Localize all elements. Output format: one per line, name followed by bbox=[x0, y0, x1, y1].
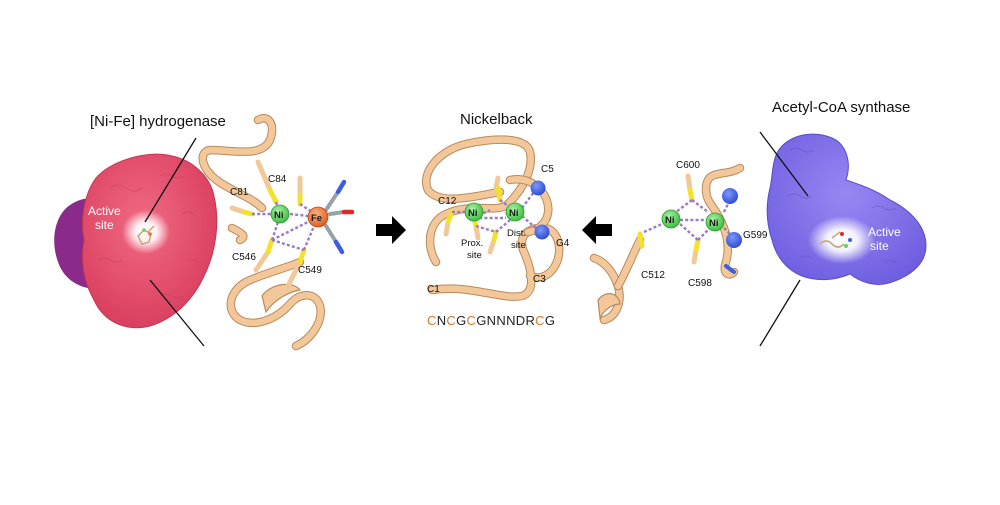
hydrogenase-fe-label: Fe bbox=[311, 213, 322, 224]
acs-title: Acetyl-CoA synthase bbox=[772, 99, 910, 116]
residue-c598: C598 bbox=[688, 278, 712, 289]
prox-site-label-2: site bbox=[467, 250, 482, 261]
nickelback-ni-label-1: Ni bbox=[468, 208, 478, 219]
residue-c549: C549 bbox=[298, 265, 322, 276]
sequence-residue: C bbox=[467, 313, 477, 328]
hydrogenase-ligand-sketch bbox=[137, 225, 155, 245]
nickelback-ni-label-2: Ni bbox=[509, 208, 519, 219]
hydrogenase-ribbon bbox=[198, 114, 325, 351]
residue-c5: C5 bbox=[541, 164, 554, 175]
sequence-residue: C bbox=[446, 313, 456, 328]
acs-ni-label-1: Ni bbox=[665, 215, 675, 226]
sequence-residue: G bbox=[545, 313, 555, 328]
sequence-residue: N bbox=[506, 313, 516, 328]
arrow-left-icon bbox=[582, 216, 612, 244]
sequence-residue: R bbox=[525, 313, 535, 328]
residue-c1: C1 bbox=[427, 284, 440, 295]
residue-g599: G599 bbox=[743, 230, 768, 241]
acs-active-site-glow bbox=[808, 216, 876, 264]
nickelback-ribbon bbox=[422, 135, 564, 301]
nickelback-sequence: CNCGCGNNNDRCG bbox=[427, 313, 555, 328]
hydrogenase-ni-label: Ni bbox=[274, 210, 284, 221]
hydrogenase-pointer-bottom bbox=[149, 279, 205, 347]
residue-c512: C512 bbox=[641, 270, 665, 281]
acs-surface-texture bbox=[787, 147, 897, 263]
acs-dist-ni-atom bbox=[705, 212, 725, 232]
residue-c84: C84 bbox=[268, 174, 287, 185]
sequence-residue: C bbox=[427, 313, 437, 328]
sequence-residue: C bbox=[535, 313, 545, 328]
residue-c3: C3 bbox=[533, 274, 546, 285]
sequence-residue: N bbox=[437, 313, 447, 328]
hydrogenase-active-site-glow bbox=[122, 210, 170, 254]
sequence-residue: N bbox=[496, 313, 506, 328]
hydrogenase-fe-atom bbox=[307, 206, 329, 228]
acs-n-atom-1 bbox=[722, 188, 738, 204]
nickelback-cysteines bbox=[443, 175, 503, 255]
hydrogenase-surface-texture bbox=[97, 173, 199, 299]
acs-ligand-sketch bbox=[819, 231, 852, 248]
dist-site-label-1: Dist. bbox=[507, 228, 526, 239]
hydrogenase-site-label-2: site bbox=[95, 218, 114, 232]
acs-surface bbox=[766, 133, 927, 285]
hydrogenase-bonds bbox=[252, 201, 316, 252]
hydrogenase-pointer-top bbox=[144, 137, 197, 223]
fe-ligands bbox=[324, 179, 355, 255]
nickelback-prox-ni-atom bbox=[464, 202, 484, 222]
dist-site-label-2: site bbox=[511, 240, 526, 251]
acs-pointer-top bbox=[759, 131, 809, 197]
acs-n-stub bbox=[724, 264, 736, 274]
acs-n-atom-2 bbox=[726, 232, 742, 248]
nickelback-n-atom-2 bbox=[534, 224, 550, 240]
hydrogenase-ni-atom bbox=[270, 204, 290, 224]
nickelback-panel: Nickelback bbox=[422, 111, 570, 328]
sequence-residue: G bbox=[476, 313, 486, 328]
hydrogenase-panel: [Ni-Fe] hydrogenase Active site bbox=[54, 113, 355, 351]
arrow-right-icon bbox=[376, 216, 406, 244]
nickelback-n-atom-1 bbox=[530, 180, 546, 196]
acs-ni-label-2: Ni bbox=[709, 218, 719, 229]
acs-prox-ni-atom bbox=[661, 209, 681, 229]
nickelback-title: Nickelback bbox=[460, 111, 533, 128]
residue-c81: C81 bbox=[230, 187, 249, 198]
residue-c12: C12 bbox=[438, 196, 457, 207]
hydrogenase-site-label-1: Active bbox=[88, 204, 121, 218]
nickelback-dist-ni-atom bbox=[505, 202, 525, 222]
acs-bonds bbox=[643, 199, 733, 241]
acs-pointer-bottom bbox=[759, 279, 801, 347]
acs-site-label-2: site bbox=[870, 239, 889, 253]
sequence-residue: G bbox=[456, 313, 466, 328]
residue-c600: C600 bbox=[676, 160, 700, 171]
residue-c546: C546 bbox=[232, 252, 256, 263]
acs-cysteines bbox=[637, 173, 701, 265]
residue-g4: G4 bbox=[556, 238, 570, 249]
prox-site-label-1: Prox. bbox=[461, 238, 483, 249]
acs-site-label-1: Active bbox=[868, 225, 901, 239]
hydrogenase-title: [Ni-Fe] hydrogenase bbox=[90, 113, 226, 130]
sequence-residue: N bbox=[487, 313, 497, 328]
acs-panel: Acetyl-CoA synthase Active site bbox=[589, 99, 927, 347]
acs-ribbon bbox=[589, 163, 745, 325]
hydrogenase-cysteines bbox=[229, 159, 307, 293]
sequence-residue: D bbox=[516, 313, 526, 328]
